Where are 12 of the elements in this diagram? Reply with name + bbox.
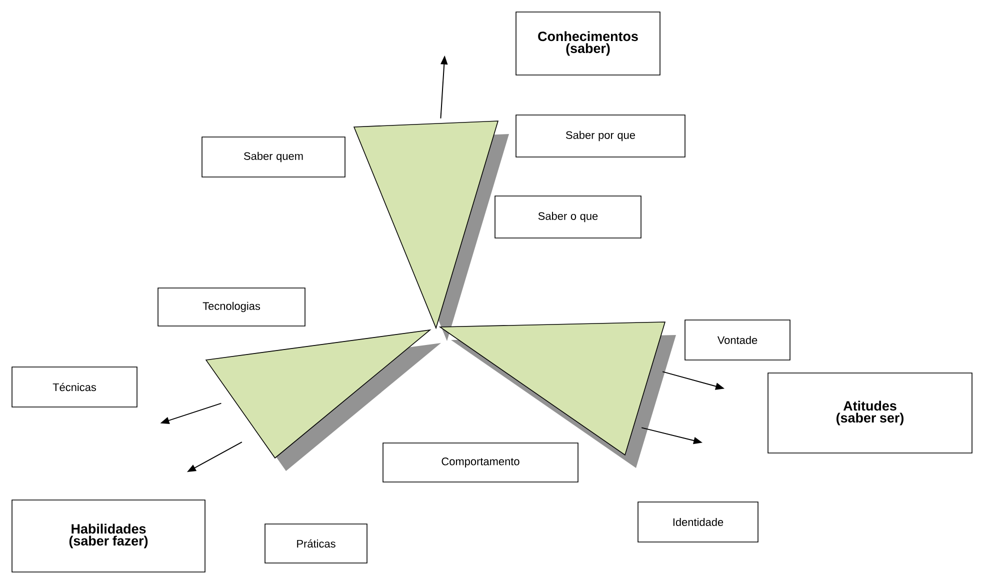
text-box: Vontade bbox=[684, 320, 790, 360]
text-box: Saber o que bbox=[494, 196, 642, 238]
heading-box: Conhecimentos (saber) bbox=[516, 12, 660, 76]
text-box: Saber por que bbox=[516, 114, 686, 158]
text-box: Práticas bbox=[264, 524, 368, 564]
text-box: Identidade bbox=[638, 502, 758, 542]
heading-box: Atitudes (saber ser) bbox=[768, 372, 972, 454]
text-box: Comportamento bbox=[382, 442, 578, 482]
text-box: Tecnologias bbox=[158, 288, 306, 326]
text-box: Técnicas bbox=[12, 366, 138, 408]
text-box: Saber quem bbox=[202, 136, 346, 178]
heading-box: Habilidades (saber fazer) bbox=[12, 500, 206, 572]
